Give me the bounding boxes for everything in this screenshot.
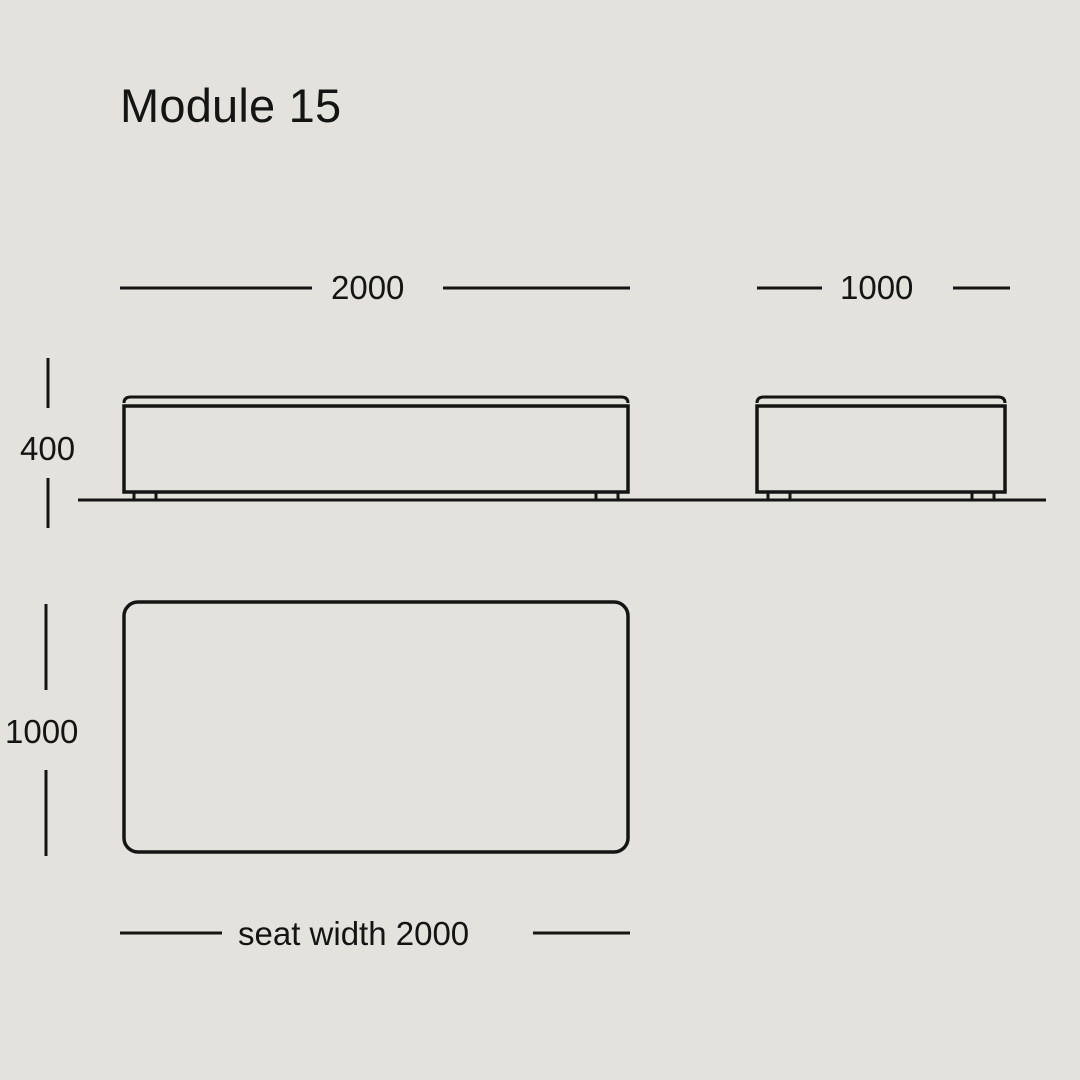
dimension-label-height: 400 — [20, 430, 76, 467]
front-elevation-seat-top-edge — [122, 395, 630, 404]
dimension-label-seat-width: seat width 2000 — [238, 915, 470, 952]
side-elevation-body — [755, 404, 1007, 494]
dimension-label-plan-depth: 1000 — [5, 713, 79, 750]
side-elevation-seat-top-edge — [755, 395, 1007, 404]
plan-view-outline — [122, 600, 630, 854]
dimension-label-top-width: 2000 — [331, 269, 405, 306]
front-elevation-body — [122, 404, 630, 494]
dimension-label-top-depth: 1000 — [840, 269, 914, 306]
front-elevation-view — [122, 395, 630, 502]
side-elevation-view — [755, 395, 1007, 502]
page-title: Module 15 — [120, 79, 342, 132]
